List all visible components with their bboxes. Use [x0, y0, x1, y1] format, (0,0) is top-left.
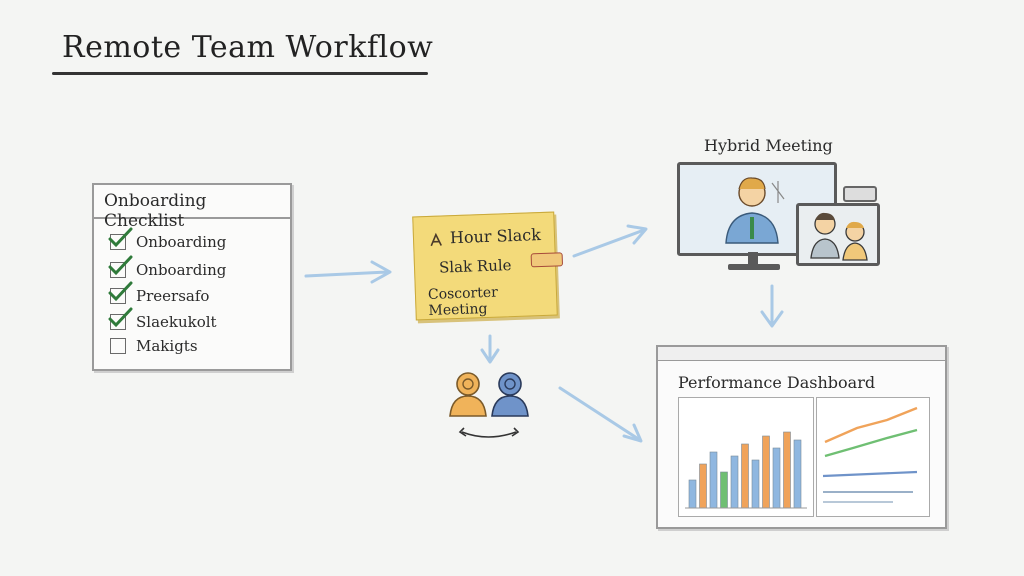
sticky-line-2: Slak Rule — [438, 256, 512, 277]
checklist-item[interactable]: Onboarding — [108, 227, 227, 251]
checklist-item-label: Onboarding — [136, 233, 227, 251]
bar-mark — [741, 443, 749, 509]
arrow-checklist-to-sticky — [304, 270, 390, 278]
bar-mark — [730, 455, 739, 509]
bar-chart-panel — [678, 397, 814, 517]
arrow-team-to-dashboard — [558, 386, 642, 442]
bar-chart — [685, 431, 807, 509]
checklist-item[interactable]: Slaekukolt — [108, 307, 217, 331]
checklist-item[interactable]: Onboarding — [108, 255, 227, 279]
title-underline — [52, 72, 428, 75]
checkbox-checked-icon[interactable] — [108, 255, 133, 278]
checklist-item[interactable]: Preersafo — [108, 281, 210, 305]
monitor-stand — [748, 252, 758, 264]
performance-dashboard: Performance Dashboard — [656, 345, 947, 529]
checklist-item-label: Preersafo — [136, 287, 210, 305]
slack-icon — [430, 232, 442, 247]
trend-line-green — [824, 428, 918, 458]
webcam-icon — [843, 186, 877, 202]
diagram-title: Remote Team Workflow — [62, 30, 434, 65]
checklist-item[interactable]: Makigts — [110, 337, 198, 355]
bar-mark — [699, 463, 707, 509]
trend-line-blue — [822, 470, 918, 478]
bar-mark — [751, 459, 760, 509]
line-chart-panel — [816, 397, 930, 517]
onboarding-checklist: Onboarding Checklist Onboarding Onboardi… — [92, 183, 292, 371]
bar-mark — [772, 447, 781, 509]
checkbox-empty-icon[interactable] — [110, 338, 126, 354]
checkbox-checked-icon[interactable] — [108, 227, 133, 250]
bar-mark — [762, 435, 770, 509]
bar-mark — [709, 451, 718, 509]
window-title-bar — [658, 347, 945, 361]
checklist-title: Onboarding Checklist — [94, 185, 290, 231]
trend-line-orange — [824, 406, 918, 444]
checklist-item-label: Slaekukolt — [136, 313, 217, 331]
sticky-line-3: Coscorter Meeting — [427, 284, 499, 319]
remote-participants-icon — [810, 212, 868, 261]
meeting-tablet — [796, 203, 880, 266]
monitor-base — [728, 264, 780, 270]
bar-mark — [720, 471, 728, 509]
line-chart — [822, 406, 918, 503]
checklist-item-label: Onboarding — [136, 261, 227, 279]
sticky-line-1: Hour Slack — [449, 225, 542, 248]
checkbox-checked-icon[interactable] — [108, 281, 133, 304]
sticky-badge — [530, 252, 564, 268]
team-collaboration-icon — [449, 372, 529, 438]
checkbox-checked-icon[interactable] — [108, 307, 133, 330]
slack-sticky-note: Hour Slack Slak Rule Coscorter Meeting — [412, 211, 564, 321]
bar-mark — [793, 439, 802, 509]
arrow-sticky-to-meeting — [572, 228, 646, 258]
hybrid-meeting-title: Hybrid Meeting — [704, 136, 833, 155]
bar-mark — [783, 431, 791, 509]
bar-mark — [688, 479, 697, 509]
checklist-item-label: Makigts — [136, 337, 198, 355]
video-participant-icon — [725, 177, 785, 244]
dashboard-title: Performance Dashboard — [678, 373, 876, 392]
